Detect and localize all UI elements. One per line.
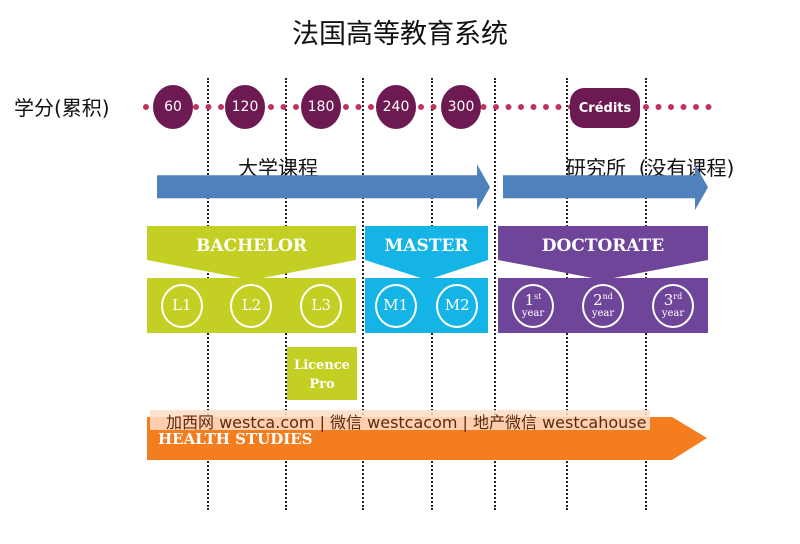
doctorate-banner bbox=[498, 226, 708, 280]
credit-circle: 240 bbox=[376, 85, 416, 129]
credits-pill: Crédits bbox=[570, 88, 640, 128]
health-title: HEALTH STUDIES bbox=[158, 430, 313, 448]
divider-line bbox=[494, 78, 496, 510]
level-l2: L2 bbox=[230, 283, 273, 328]
credit-circle: 300 bbox=[441, 85, 481, 129]
university-arrow bbox=[157, 164, 490, 211]
credit-circle: 60 bbox=[153, 85, 193, 129]
level-m2: M2 bbox=[436, 283, 479, 328]
level-l1: L1 bbox=[160, 283, 203, 328]
credits-label: 学分(累积) bbox=[14, 96, 110, 120]
credit-circle: 120 bbox=[225, 85, 265, 129]
timeline-arrows bbox=[157, 164, 708, 211]
diagram-title: 法国高等教育系统 bbox=[292, 19, 508, 50]
level-l3: L3 bbox=[300, 283, 343, 328]
licence-pro-box bbox=[287, 347, 357, 400]
research-arrow bbox=[503, 164, 708, 211]
level-m1: M1 bbox=[374, 283, 417, 328]
watermark-text: 加西网 westca.com | 微信 westcacom | 地产微信 wes… bbox=[166, 413, 647, 432]
master-banner bbox=[365, 226, 488, 280]
watermark-band bbox=[150, 410, 650, 430]
master-title: MASTER bbox=[384, 236, 469, 256]
master-levels: M1 M2 bbox=[365, 278, 488, 333]
bachelor-banner bbox=[147, 226, 356, 280]
doctorate-title: DOCTORATE bbox=[541, 236, 665, 256]
divider-line bbox=[362, 78, 364, 510]
bachelor-title: BACHELOR bbox=[196, 236, 307, 256]
credit-circle: 180 bbox=[301, 85, 341, 129]
bachelor-levels: L1 L2 L3 bbox=[147, 278, 356, 333]
